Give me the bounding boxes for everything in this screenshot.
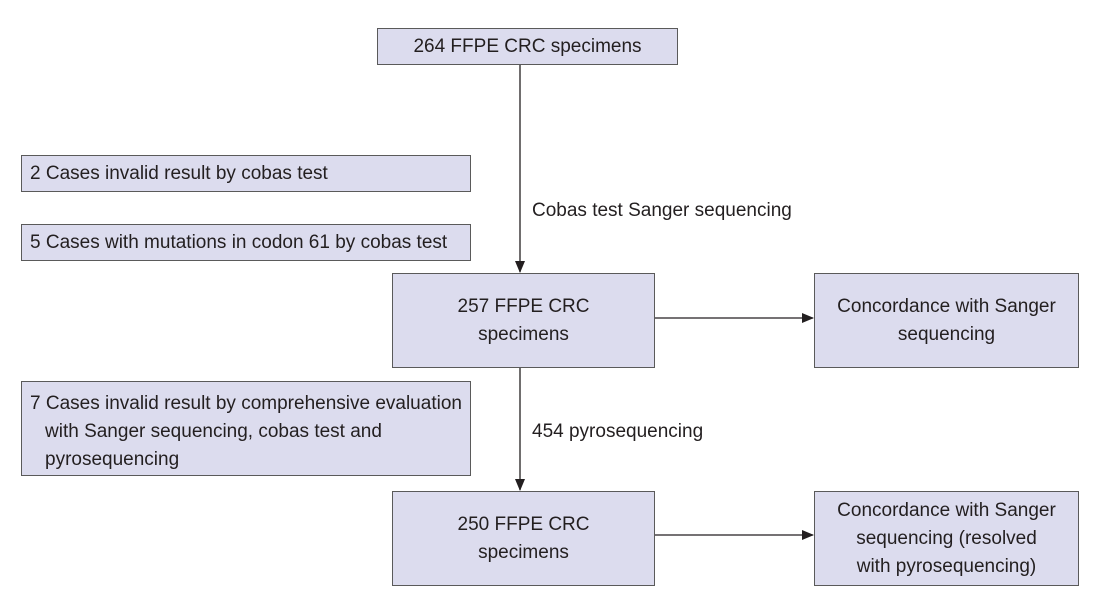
box-exclusion-comprehensive-line3: pyrosequencing <box>45 449 180 470</box>
box-exclusion-comprehensive: 7 Cases invalid result by comprehensive … <box>21 381 471 476</box>
box-exclusion-invalid-cobas: 2 Cases invalid result by cobas test <box>21 155 471 192</box>
box-concordance-resolved-line2: sequencing (resolved <box>856 527 1037 549</box>
box-exclusion-codon-61-text: 5 Cases with mutations in codon 61 by co… <box>30 231 448 253</box>
box-257-specimens: 257 FFPE CRC specimens <box>392 273 655 368</box>
box-264-specimens-text: 264 FFPE CRC specimens <box>413 35 642 57</box>
box-257-line2: specimens <box>478 323 569 345</box>
box-250-line1: 250 FFPE CRC <box>457 513 590 535</box>
edge-label-454-pyrosequencing: 454 pyrosequencing <box>532 421 704 442</box>
box-exclusion-comprehensive-line2: with Sanger sequencing, cobas test and <box>45 421 382 442</box>
box-concordance-sanger: Concordance with Sanger sequencing <box>814 273 1079 368</box>
box-exclusion-comprehensive-line1: 7 Cases invalid result by comprehensive … <box>30 393 462 414</box>
box-264-specimens: 264 FFPE CRC specimens <box>377 28 678 65</box>
box-concordance-sanger-line2: sequencing <box>897 323 996 345</box>
edge-label-cobas-sanger: Cobas test Sanger sequencing <box>532 200 792 221</box>
box-concordance-sanger-line1: Concordance with Sanger <box>837 295 1056 317</box>
box-exclusion-invalid-cobas-text: 2 Cases invalid result by cobas test <box>30 162 328 184</box>
box-257-line1: 257 FFPE CRC <box>457 295 590 317</box>
box-250-line2: specimens <box>478 541 569 563</box>
box-exclusion-codon-61: 5 Cases with mutations in codon 61 by co… <box>21 224 471 261</box>
box-concordance-resolved: Concordance with Sanger sequencing (reso… <box>814 491 1079 586</box>
box-concordance-resolved-line3: with pyrosequencing) <box>856 555 1037 577</box>
box-concordance-resolved-line1: Concordance with Sanger <box>837 499 1056 521</box>
box-250-specimens: 250 FFPE CRC specimens <box>392 491 655 586</box>
